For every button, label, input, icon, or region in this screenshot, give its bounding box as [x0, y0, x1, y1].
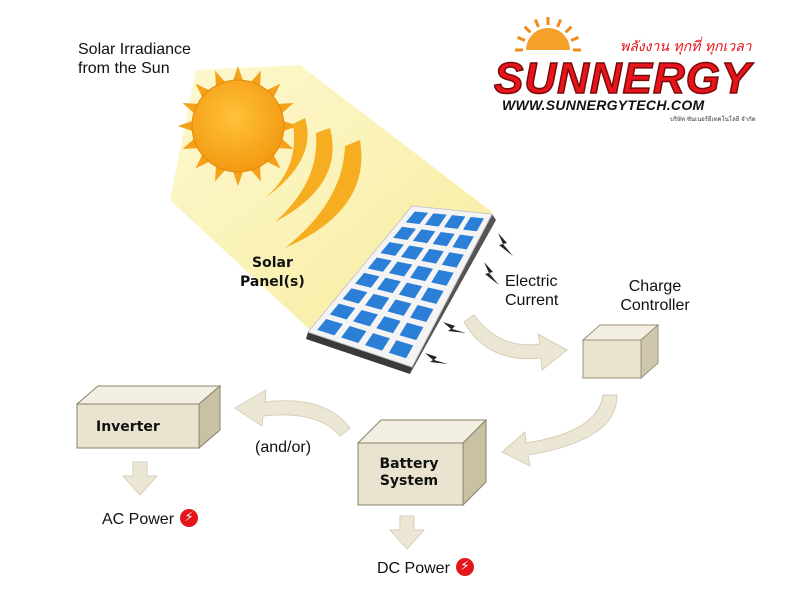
sun-ray: [232, 66, 244, 83]
power-icon: [455, 558, 474, 576]
electric-current-label: Electric Current: [505, 272, 558, 310]
solar-cell: [364, 333, 390, 351]
arrow-panel-to-controller: [463, 314, 568, 371]
sun-label-line1: Solar Irradiance: [78, 41, 191, 58]
solar-cell: [376, 316, 401, 334]
solar-cell: [353, 309, 378, 327]
battery-label-line1: Battery: [379, 456, 439, 472]
sun-ray: [281, 120, 298, 132]
logo-brand: SUNNERGY: [493, 53, 752, 104]
solar-cell: [376, 277, 401, 294]
solar-cell: [399, 322, 424, 341]
solar-cell: [393, 226, 417, 241]
charge-controller-line1: Charge: [628, 278, 682, 295]
solar-cell: [452, 234, 474, 250]
logo-sun-ray: [556, 18, 563, 28]
logo-company: บริษัท ซันเนอร์ยีเทคโนโลยี จำกัด: [670, 116, 756, 123]
solar-cell: [424, 213, 447, 227]
solar-cell: [388, 340, 414, 359]
logo-sun-ray: [564, 25, 573, 34]
solar-cell: [432, 232, 455, 247]
solar-cell: [463, 217, 484, 232]
battery-label: Battery System: [366, 456, 452, 490]
sun-ray: [232, 169, 244, 186]
charge-controller-line2: Controller: [620, 297, 690, 314]
logo-sun-ray: [516, 35, 526, 42]
solar-cell: [398, 282, 423, 299]
flow-arrows: [121, 314, 618, 550]
solar-cell: [441, 252, 464, 268]
dc-power-label: DC Power: [377, 560, 450, 577]
sun-ray: [264, 152, 281, 169]
sun-label: Solar Irradiance from the Sun: [78, 40, 191, 78]
sunnergy-logo: พลังงาน ทุกที่ ทุกเวลา SUNNERGY WWW.SUNN…: [492, 24, 772, 124]
electric-current-line2: Current: [505, 292, 559, 309]
solar-cell: [380, 242, 404, 256]
electric-current-line1: Electric: [505, 273, 558, 290]
sun-label-line2: from the Sun: [78, 60, 170, 77]
and-or-label: (and/or): [255, 439, 312, 456]
solar-cell: [341, 326, 367, 344]
solar-cell: [329, 303, 356, 320]
sun-ray: [195, 83, 212, 100]
logo-sun-icon: [515, 17, 581, 52]
panel-label-line1: Solar: [252, 255, 293, 271]
charge-controller-box: [581, 323, 660, 380]
lightning-bolts: [425, 233, 513, 364]
solar-cell: [317, 318, 344, 336]
solar-cell: [410, 305, 434, 323]
arrow-controller-to-battery: [501, 394, 618, 467]
solar-cell: [367, 257, 392, 272]
logo-sun-ray: [570, 35, 580, 42]
panel-label: Solar Panel(s): [240, 254, 305, 292]
sun-ray: [195, 152, 212, 169]
arrow-inverter-to-ac: [121, 461, 159, 496]
solar-cell: [421, 248, 444, 264]
logo-tagline: พลังงาน ทุกที่ ทุกเวลา: [620, 39, 752, 55]
solar-cell: [410, 265, 434, 282]
battery-box: [356, 418, 488, 507]
arrow-battery-to-dc: [388, 515, 426, 550]
solar-panel: [306, 205, 496, 374]
logo-url: WWW.SUNNERGYTECH.COM: [502, 97, 705, 113]
solar-panel-cells: [317, 211, 484, 359]
logo-sun-ray: [533, 18, 540, 28]
sun-ray: [264, 83, 281, 100]
ac-power-output: AC Power: [102, 509, 199, 529]
solar-cell: [400, 245, 424, 260]
dc-power-output: DC Power: [377, 558, 474, 578]
solar-cell: [412, 229, 436, 244]
inverter-box: [75, 384, 222, 450]
solar-cell: [420, 287, 444, 304]
logo-sun-ray: [523, 25, 532, 34]
sun-icon: [178, 66, 298, 186]
solar-cell: [388, 261, 413, 277]
battery-label-line2: System: [379, 473, 439, 489]
solar-cell: [431, 269, 454, 286]
inverter-label: Inverter: [96, 419, 160, 435]
solar-cell: [342, 288, 368, 304]
solar-cell: [443, 215, 466, 229]
charge-controller-label: Charge Controller: [613, 277, 697, 315]
solar-cell: [405, 211, 429, 225]
ac-power-label: AC Power: [102, 511, 175, 528]
radiation-waves: [265, 118, 362, 248]
power-icon: [180, 509, 199, 527]
panel-label-line2: Panel(s): [240, 274, 305, 290]
solar-cell: [387, 299, 412, 316]
arrow-battery-to-inverter: [234, 389, 351, 437]
solar-cell: [355, 272, 380, 288]
solar-cell: [365, 293, 390, 310]
sun-ray: [178, 120, 195, 132]
